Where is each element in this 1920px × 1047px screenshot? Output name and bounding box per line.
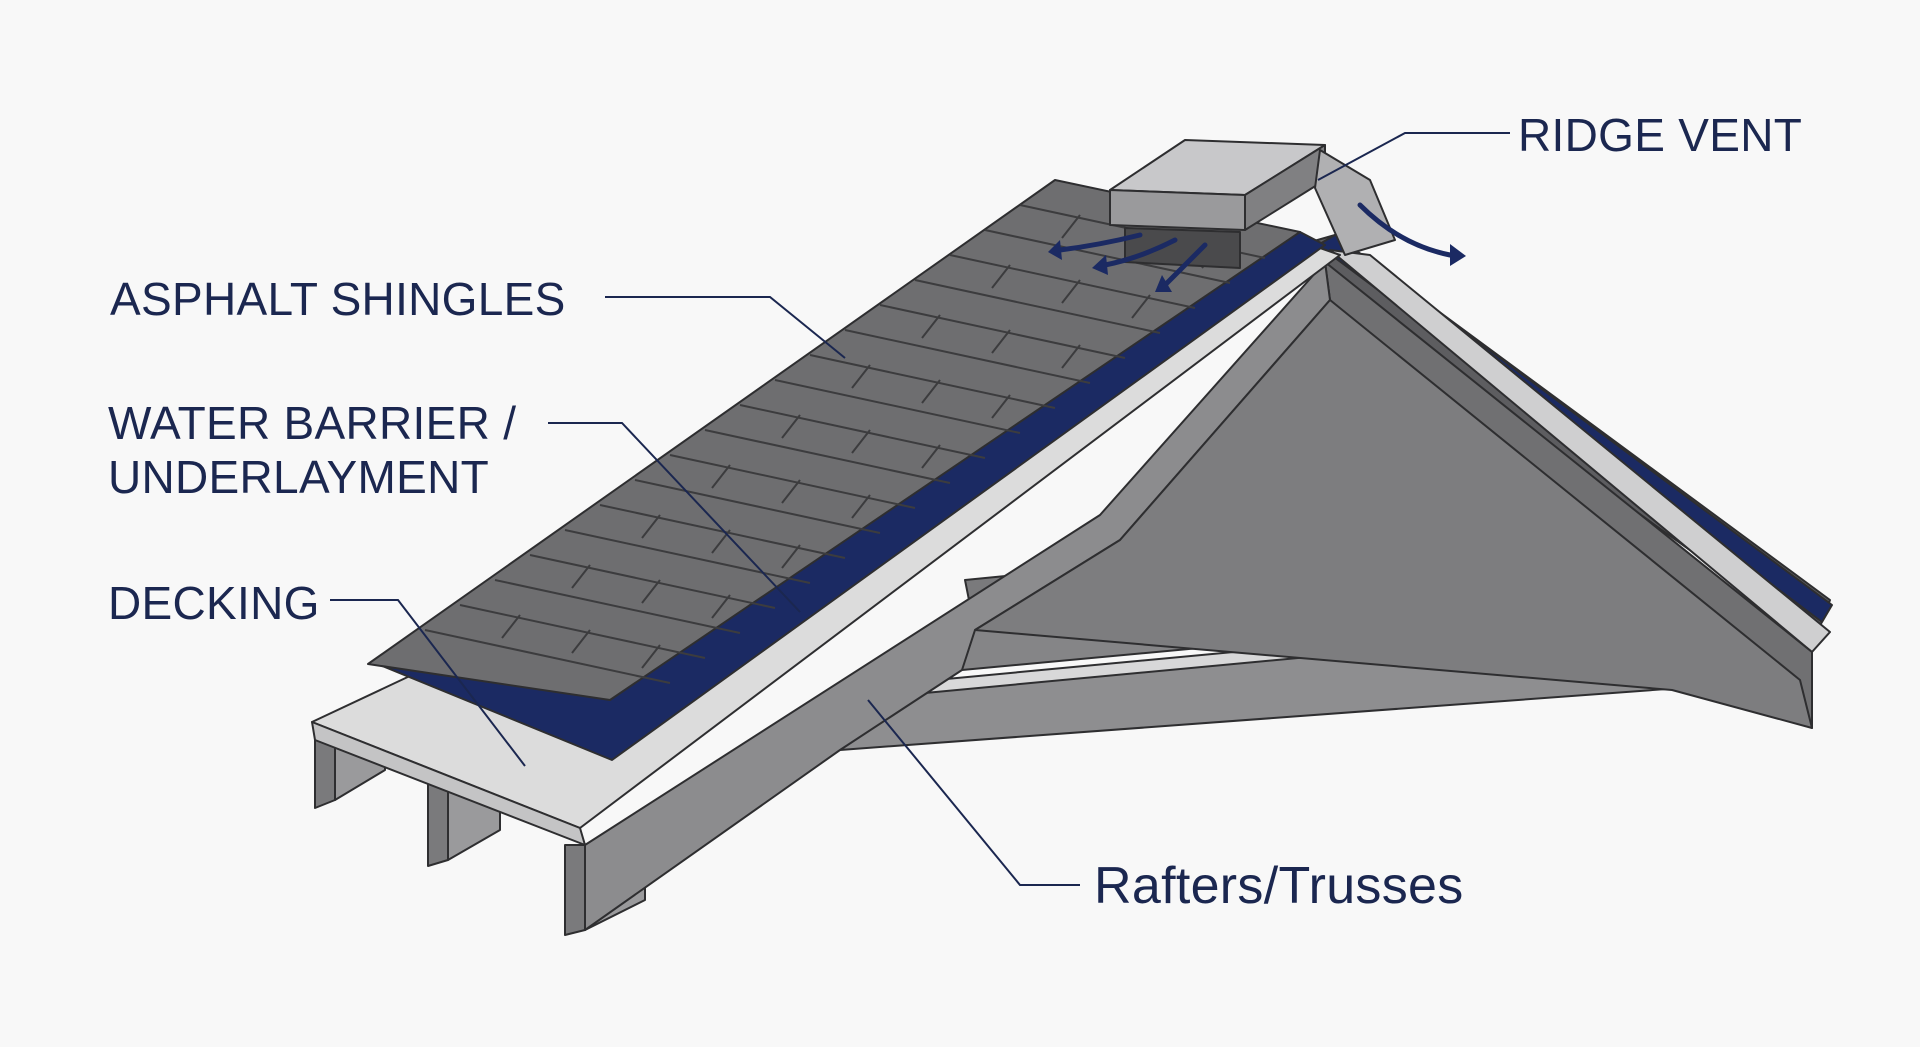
leader-ridge-vent <box>1317 132 1510 181</box>
label-rafters-trusses: Rafters/Trusses <box>1094 857 1464 915</box>
ridge-vent-cap <box>1314 149 1396 256</box>
label-asphalt-shingles: ASPHALT SHINGLES <box>110 273 566 325</box>
joist-2-face <box>427 779 449 867</box>
right-rafter-top <box>1329 249 1831 653</box>
ridge-vent-opening <box>1124 227 1241 269</box>
label-decking: DECKING <box>108 577 320 629</box>
leader-water-barrier <box>548 422 801 613</box>
ridge-vent-front <box>1109 189 1246 231</box>
front-rafter-face <box>974 299 1813 729</box>
leader-rafters <box>867 699 1080 886</box>
shingle-courses <box>424 204 1266 684</box>
leader-lines <box>330 132 1510 886</box>
label-water-barrier-line2: UNDERLAYMENT <box>108 451 490 503</box>
airflow-arrows <box>1057 202 1453 288</box>
joist-3-face <box>564 844 586 936</box>
airflow-arrowheads <box>1048 240 1466 292</box>
leader-asphalt-shingles <box>605 296 846 359</box>
decking-edge <box>311 721 586 846</box>
label-water-barrier-line1: WATER BARRIER / <box>108 397 517 449</box>
leader-decking <box>330 599 526 767</box>
label-ridge-vent: RIDGE VENT <box>1518 109 1803 161</box>
